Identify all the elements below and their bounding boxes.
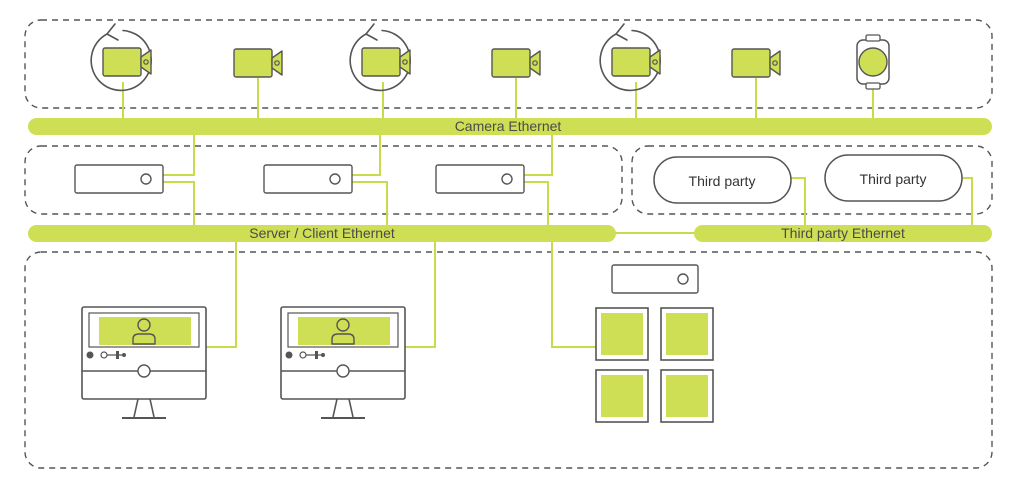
server-3 xyxy=(435,164,525,194)
server-icon xyxy=(74,164,164,194)
server-zone xyxy=(24,145,623,215)
video-wall-screen xyxy=(595,307,649,361)
ptz-camera-icon xyxy=(361,47,411,77)
camera-2 xyxy=(233,48,283,78)
video-wall-server-icon xyxy=(611,264,699,294)
server-1 xyxy=(74,164,164,194)
video-wall-screen xyxy=(660,369,714,423)
third-party-system-1: Third party xyxy=(653,156,792,204)
camera-6 xyxy=(731,48,781,78)
third-party-ethernet-bus: Third party Ethernet xyxy=(694,225,992,242)
dome-camera-icon xyxy=(856,34,890,90)
client-2 xyxy=(280,306,406,419)
ptz-camera-icon xyxy=(611,47,661,77)
third-party-system-2: Third party xyxy=(824,154,963,202)
camera-ethernet-bus: Camera Ethernet xyxy=(28,118,992,135)
camera-ethernet-label: Camera Ethernet xyxy=(455,118,562,134)
server-2 xyxy=(263,164,353,194)
fixed-camera-icon xyxy=(731,48,781,78)
third-party-ethernet-label: Third party Ethernet xyxy=(781,225,905,241)
client-zone xyxy=(24,251,993,469)
camera-4 xyxy=(491,48,541,78)
third-party-zone xyxy=(631,145,993,215)
video-wall-screen xyxy=(660,307,714,361)
server-icon xyxy=(263,164,353,194)
video-wall-screen xyxy=(595,369,649,423)
fixed-camera-icon xyxy=(233,48,283,78)
client-workstation-icon xyxy=(81,306,207,419)
ptz-camera-icon xyxy=(102,47,152,77)
client-1 xyxy=(81,306,207,419)
camera-5 xyxy=(599,23,661,92)
connection-lines xyxy=(122,78,973,348)
server-client-ethernet-label: Server / Client Ethernet xyxy=(249,225,395,241)
camera-zone xyxy=(24,19,993,109)
client-workstation-icon xyxy=(280,306,406,419)
video-wall xyxy=(595,264,714,423)
camera-3 xyxy=(349,23,411,92)
third-party-label: Third party xyxy=(860,171,927,187)
server-client-ethernet-bus: Server / Client Ethernet xyxy=(28,225,616,242)
third-party-label: Third party xyxy=(689,173,756,189)
camera-7 xyxy=(856,34,890,90)
video-wall-icon xyxy=(595,307,714,423)
camera-1 xyxy=(90,23,152,92)
server-icon xyxy=(435,164,525,194)
fixed-camera-icon xyxy=(491,48,541,78)
